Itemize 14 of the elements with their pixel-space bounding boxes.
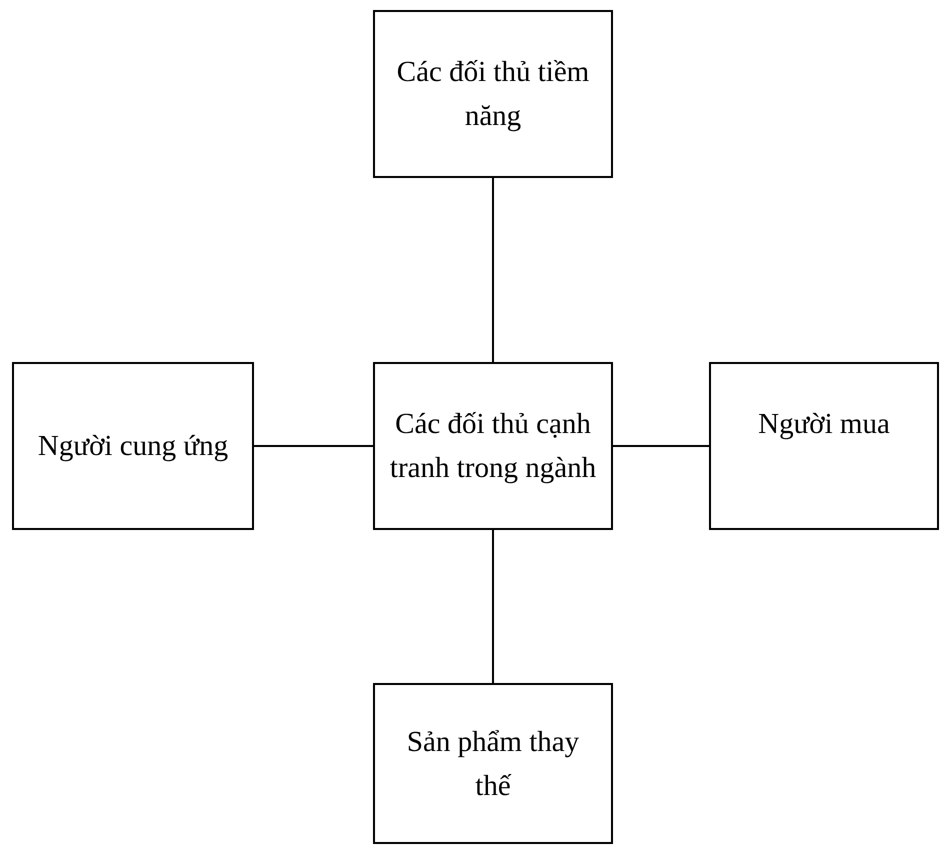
connector-line (613, 445, 709, 447)
text-box (12, 362, 254, 530)
box-label: Sản phẩm thay thế (406, 724, 580, 804)
text-box (373, 10, 613, 178)
box-label: Người mua (757, 407, 891, 442)
connector-line (254, 445, 373, 447)
box-label: Các đối thủ cạnh tranh trong ngành (388, 407, 598, 486)
connector-line (492, 178, 494, 362)
text-box (709, 362, 939, 530)
connector-line (492, 530, 494, 683)
text-box (373, 683, 613, 844)
text-box (373, 362, 613, 530)
box-label: Người cung ứng (36, 429, 230, 464)
box-label: Các đối thủ tiềm năng (396, 55, 590, 134)
